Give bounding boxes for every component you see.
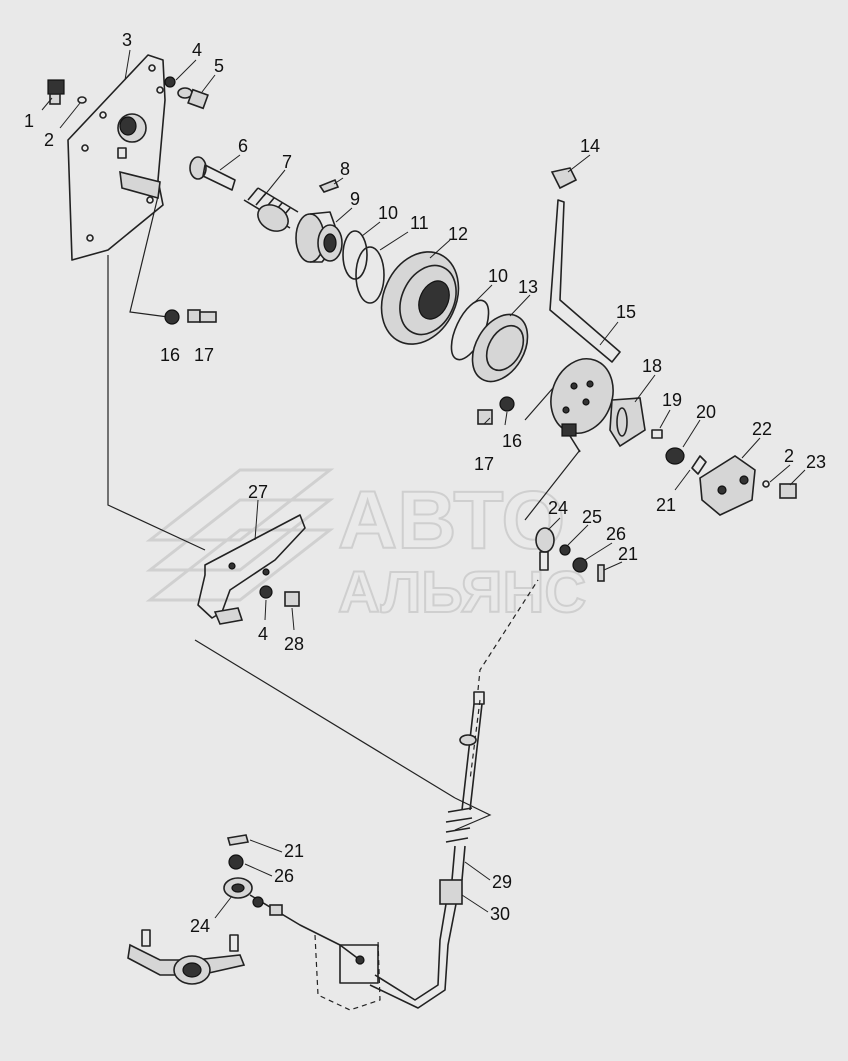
rings (342, 230, 385, 304)
callout-5: 5 (214, 56, 224, 76)
callout-9: 9 (350, 189, 360, 209)
mounting-plate (67, 54, 166, 261)
callout-21-mid: 21 (618, 544, 638, 564)
watermark-logo-icon (145, 468, 335, 602)
clip (609, 397, 663, 448)
callout-20: 20 (696, 402, 716, 422)
callouts: 1 2 3 4 5 6 7 8 9 10 11 12 10 13 14 15 1… (24, 30, 826, 936)
callout-28: 28 (284, 634, 304, 654)
connection-lines (107, 187, 581, 831)
callout-7: 7 (282, 152, 292, 172)
watermark-line1: АВТО (338, 475, 565, 566)
callout-12: 12 (448, 224, 468, 244)
callout-21-right: 21 (656, 495, 676, 515)
drum (380, 251, 460, 345)
bolt-right (762, 480, 797, 499)
callout-18: 18 (642, 356, 662, 376)
key (318, 178, 340, 193)
callout-4: 4 (192, 40, 202, 60)
callout-15: 15 (616, 302, 636, 322)
callout-1: 1 (24, 111, 34, 131)
callout-2: 2 (44, 130, 54, 150)
watermark-line2: АЛЬЯНС (338, 560, 586, 625)
callout-4-lower: 4 (258, 624, 268, 644)
callout-16-left: 16 (160, 345, 180, 365)
callout-22: 22 (752, 419, 772, 439)
nut-bolt-left (164, 309, 217, 325)
callout-26-upper: 26 (606, 524, 626, 544)
callout-14: 14 (580, 136, 600, 156)
callout-29: 29 (492, 872, 512, 892)
callout-11: 11 (410, 213, 429, 233)
lower-assembly (127, 834, 381, 1011)
fasteners-top (47, 76, 209, 110)
lever-assembly (549, 167, 621, 453)
callout-21-bottom: 21 (284, 841, 304, 861)
shaft-and-spring (189, 156, 299, 232)
callout-27: 27 (248, 482, 268, 502)
callout-17-mid: 17 (474, 454, 494, 474)
callout-8: 8 (340, 159, 350, 179)
callout-3: 3 (122, 30, 132, 50)
callout-24-bottom: 24 (190, 916, 210, 936)
nut-right (665, 447, 707, 475)
callout-10b: 10 (488, 266, 508, 286)
callout-25: 25 (582, 507, 602, 527)
callout-leaders (41, 49, 806, 919)
callout-17-left: 17 (194, 345, 214, 365)
callout-6: 6 (238, 136, 248, 156)
bracket (197, 514, 306, 625)
cup (450, 299, 529, 383)
callout-13: 13 (518, 277, 538, 297)
callout-23: 23 (806, 452, 826, 472)
callout-30: 30 (490, 904, 510, 924)
callout-16-mid: 16 (502, 431, 522, 451)
callout-10a: 10 (378, 203, 398, 223)
hub (295, 211, 343, 263)
watermark: АВТО АЛЬЯНС (145, 468, 587, 626)
callout-24-upper: 24 (548, 498, 568, 518)
clamp-block (699, 455, 756, 516)
callout-2-right: 2 (784, 446, 794, 466)
nut-bolt-middle (477, 396, 515, 425)
callout-26-bottom: 26 (274, 866, 294, 886)
callout-19: 19 (662, 390, 682, 410)
rod-end-upper (535, 527, 605, 582)
control-cable (369, 691, 485, 1009)
